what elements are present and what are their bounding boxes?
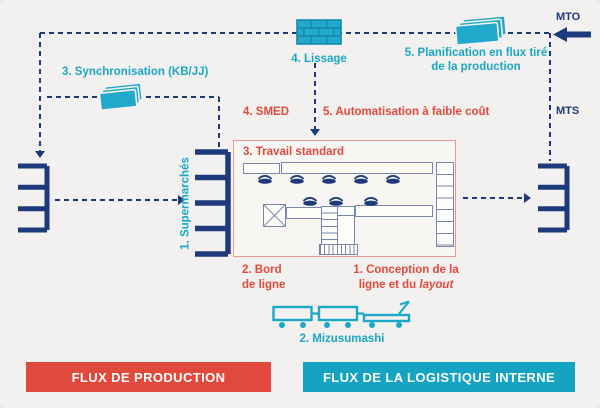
box-to-shelf-line <box>463 197 524 199</box>
kanban-stack-sync-icon <box>98 82 143 111</box>
lissage-label: 4. Lissage <box>291 53 347 65</box>
mto-label: MTO <box>556 11 581 23</box>
crossed-pallet-icon <box>263 204 286 227</box>
mizusumashi-label: 2. Mizusumashi <box>299 333 385 345</box>
left-shelf-icon <box>18 163 50 233</box>
kanban-stack-planif-icon <box>454 15 508 46</box>
hatched-strip <box>319 244 358 255</box>
workbench-long-segment <box>355 205 433 217</box>
flux-production-banner: FLUX DE PRODUCTION <box>26 362 271 392</box>
arrow-down-into-box-icon <box>310 129 320 136</box>
synchronisation-label: 3. Synchronisation (KB/JJ) <box>62 66 209 78</box>
operator-icon <box>386 175 400 184</box>
supermarket-shelf-icon <box>195 149 231 257</box>
travail-standard-label: 3. Travail standard <box>243 146 344 158</box>
mto-arrow-icon <box>553 27 591 42</box>
planification-label: 5. Planification en flux tiré de la prod… <box>400 46 552 74</box>
layout-italic: layout <box>419 279 454 291</box>
arrow-down-left-shelf-icon <box>35 151 45 158</box>
operator-icon <box>354 175 368 184</box>
line-segment-short <box>243 163 280 174</box>
mts-label: MTS <box>556 105 580 117</box>
operator-icon <box>364 197 378 206</box>
heijunka-brick-icon <box>296 19 342 45</box>
pull-loop-top-line <box>40 32 552 34</box>
operator-icon <box>303 197 317 206</box>
border-of-line-rack <box>436 162 454 247</box>
pull-loop-left-line <box>39 33 41 151</box>
operator-icon <box>290 175 304 184</box>
mizusumashi-train-icon <box>272 300 411 328</box>
flow-rack-left-column <box>321 206 338 245</box>
operator-icon <box>322 175 336 184</box>
arrow-right-shelf-icon <box>524 193 531 203</box>
smed-label: 4. SMED <box>243 106 290 118</box>
right-shelf-icon <box>538 163 570 233</box>
operator-icon <box>258 175 272 184</box>
lissage-drop-line <box>314 63 316 129</box>
pull-loop-right-line <box>549 33 551 161</box>
conception-label: 1. Conception de la ligne et du layout <box>353 264 459 291</box>
shelf-to-supermarket-line <box>55 199 178 201</box>
planification-line1: 5. Planification en flux tiré <box>404 47 548 59</box>
supermarches-label: 1. Supermarchés <box>179 157 192 250</box>
planification-line2: de la production <box>431 61 521 73</box>
operator-icon <box>329 197 343 206</box>
flow-rack-right-column <box>337 206 355 245</box>
bord-de-ligne-label: 2. Bord de ligne <box>242 264 286 291</box>
flux-logistique-banner: FLUX DE LA LOGISTIQUE INTERNE <box>303 362 575 392</box>
arrow-right-supermarket-icon <box>178 195 185 205</box>
synchronisation-drop-line <box>218 97 220 149</box>
workbench-segment <box>286 207 323 219</box>
line-segment-long <box>281 162 433 174</box>
automatisation-label: 5. Automatisation à faible coût <box>323 106 490 118</box>
